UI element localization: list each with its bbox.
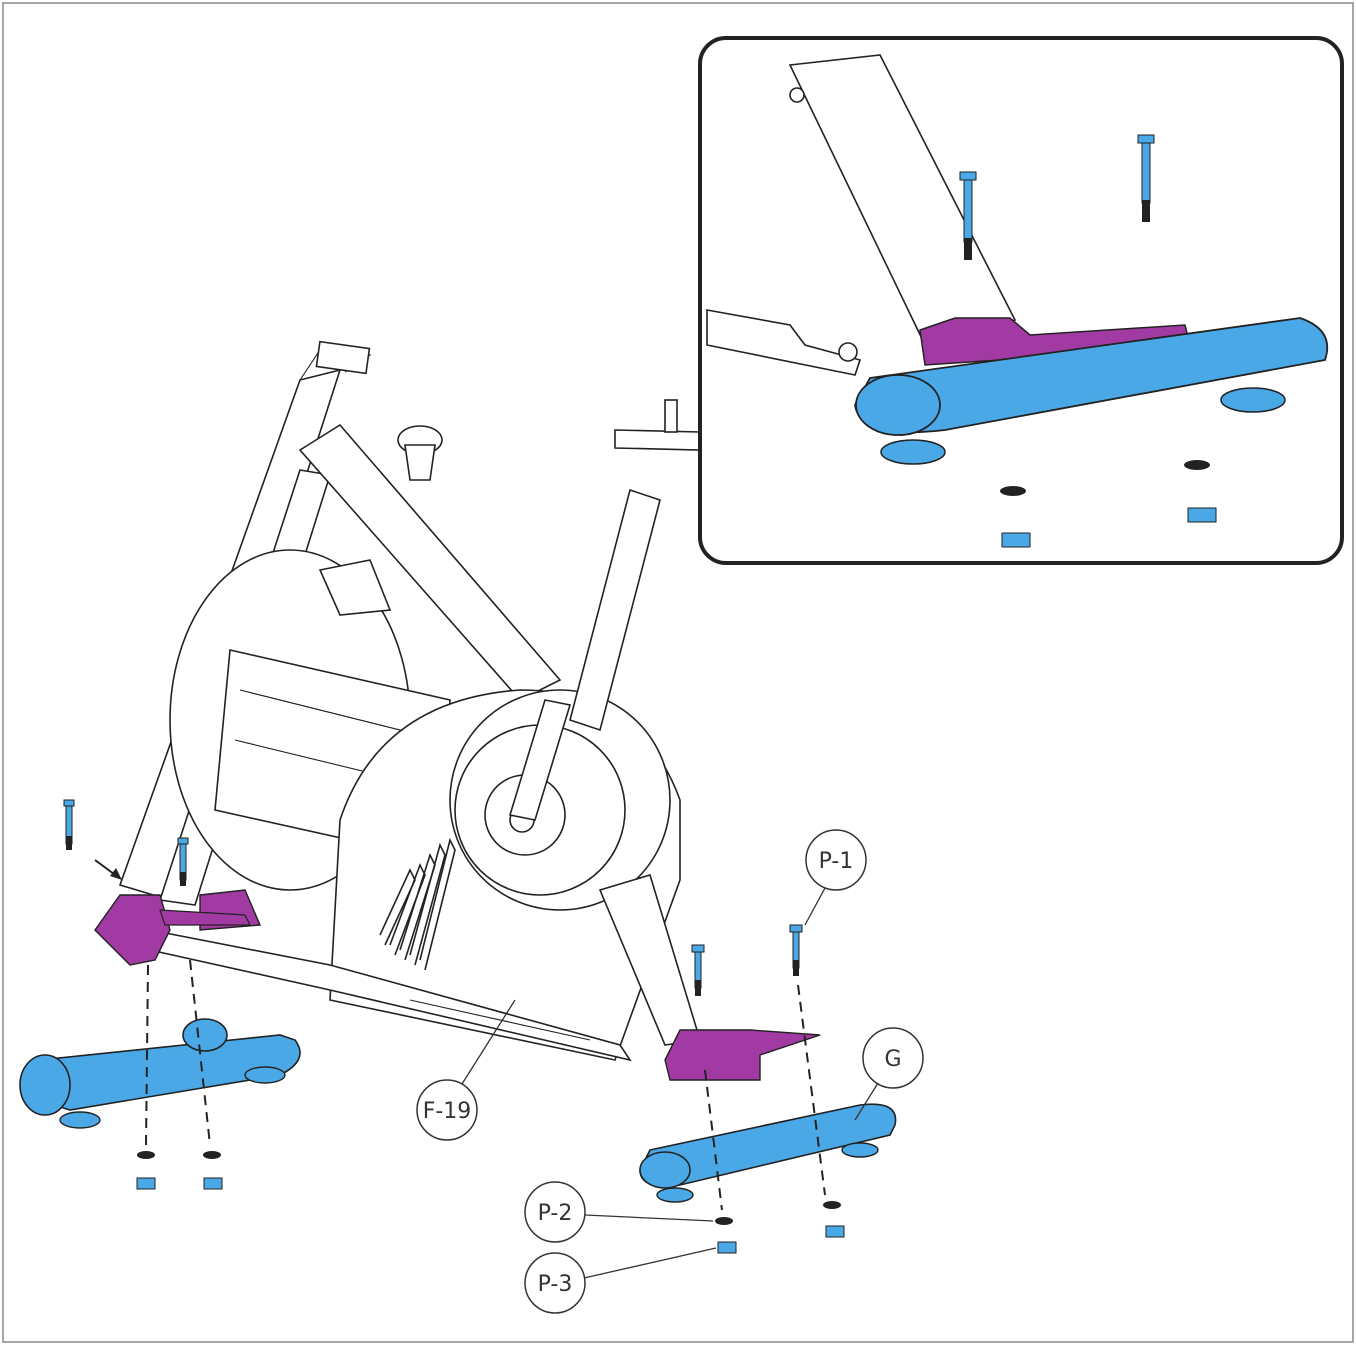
housing-vents [379,837,456,971]
bolt-rear-right [789,924,803,976]
callout-p2-label: P-2 [538,1201,573,1226]
callout-p1: P-1 [804,829,867,926]
nuts [136,1177,845,1254]
bike-frame [118,340,702,1062]
callout-f19-label: F-19 [423,1099,472,1124]
detail-inset [698,36,1344,565]
rear-stabilizer-g [639,1103,897,1203]
bolt-rear-left [691,944,705,996]
callout-p1-label: P-1 [819,849,854,874]
front-stabilizer [19,1018,301,1129]
bolt-front-right [177,837,189,886]
bolt-front-left [63,799,75,850]
callout-p2: P-2 [524,1181,714,1243]
callout-g-label: G [884,1047,901,1072]
callout-p3: P-3 [524,1247,717,1314]
rear-bracket [664,1029,821,1081]
alignment-lines [145,959,826,1211]
front-bracket [94,889,262,966]
washers [137,1151,841,1225]
callout-p3-label: P-3 [538,1272,573,1297]
callout-g: G [854,1027,924,1121]
callout-f19: F-19 [416,999,516,1141]
pointer-arrow [94,859,122,880]
